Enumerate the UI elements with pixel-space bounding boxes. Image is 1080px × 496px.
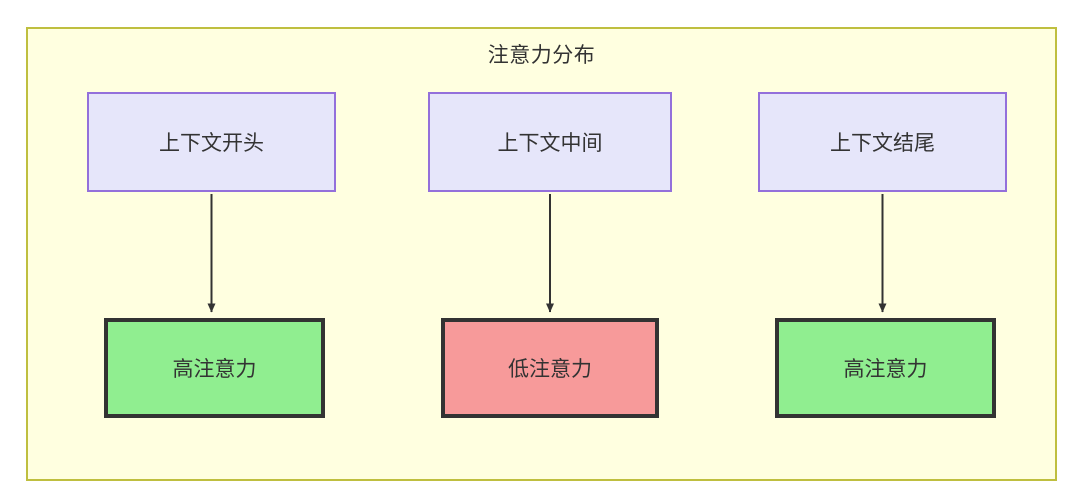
node-context-start[interactable]: 上下文开头: [87, 92, 336, 192]
node-label: 低注意力: [508, 358, 592, 381]
node-label: 高注意力: [172, 358, 257, 381]
node-label: 上下文开头: [159, 132, 264, 155]
node-label: 上下文结尾: [830, 132, 935, 155]
diagram-title: 注意力分布: [487, 44, 596, 67]
node-attention-high-start[interactable]: 高注意力: [104, 318, 325, 418]
node-attention-low-middle[interactable]: 低注意力: [441, 318, 659, 418]
node-context-middle[interactable]: 上下文中间: [428, 92, 672, 192]
node-context-end[interactable]: 上下文结尾: [758, 92, 1007, 192]
node-attention-high-end[interactable]: 高注意力: [775, 318, 996, 418]
node-label: 高注意力: [843, 358, 928, 381]
node-label: 上下文中间: [497, 132, 603, 155]
